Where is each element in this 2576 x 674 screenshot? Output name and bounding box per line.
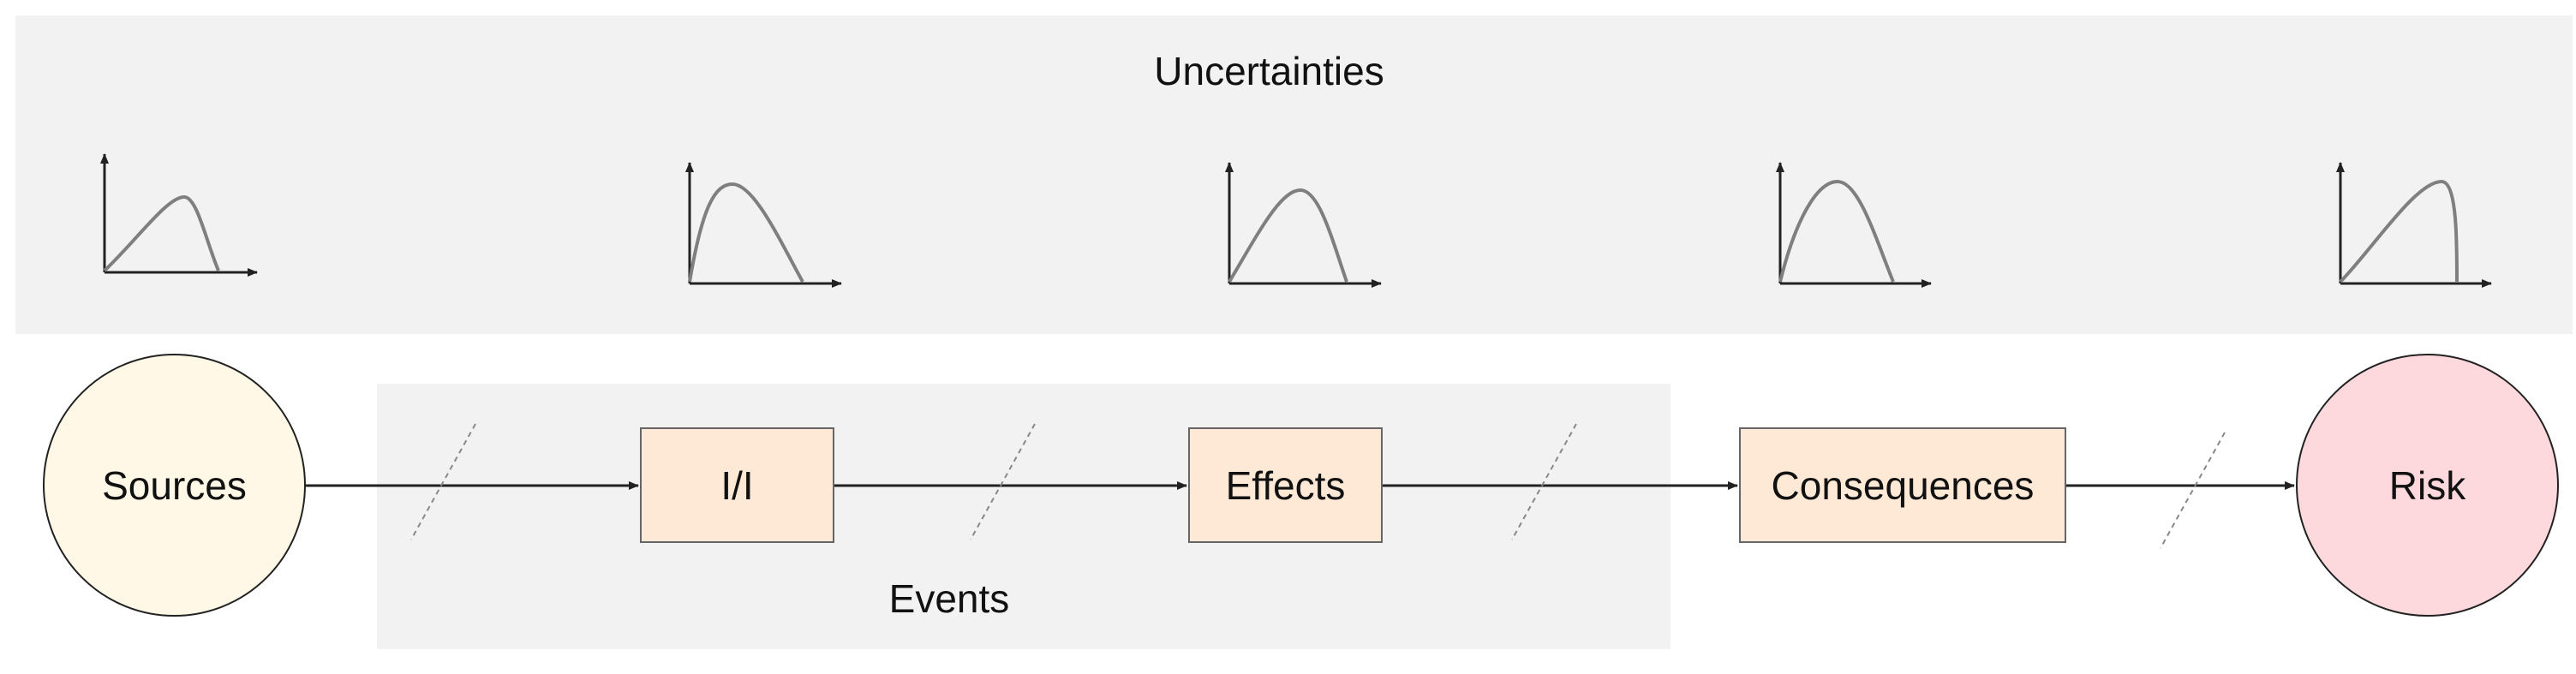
slash-mark-2 (970, 423, 1036, 540)
ii-box: I/I (640, 427, 834, 543)
uncertainty-plot-5 (2336, 162, 2492, 288)
uncertainties-band (15, 15, 2573, 334)
sources-node: Sources (43, 354, 306, 617)
slash-mark-3 (1511, 423, 1577, 540)
events-band (377, 384, 1671, 649)
uncertainty-plot-4 (1776, 162, 1932, 288)
uncertainties-title: Uncertainties (1154, 49, 1384, 93)
slash-mark-4 (2160, 432, 2226, 549)
uncertainty-plot-3 (1225, 162, 1382, 288)
risk-node: Risk (2296, 354, 2559, 617)
effects-box: Effects (1188, 427, 1383, 543)
uncertainty-plot-2 (685, 162, 842, 288)
uncertainty-plot-1 (100, 153, 258, 277)
consequences-box: Consequences (1739, 427, 2066, 543)
sources-label: Sources (102, 462, 247, 508)
effects-label: Effects (1225, 462, 1346, 508)
ii-label: I/I (720, 462, 754, 508)
events-label: Events (888, 576, 1010, 621)
risk-label: Risk (2388, 462, 2466, 508)
slash-mark-1 (410, 423, 476, 540)
consequences-label: Consequences (1771, 462, 2035, 508)
